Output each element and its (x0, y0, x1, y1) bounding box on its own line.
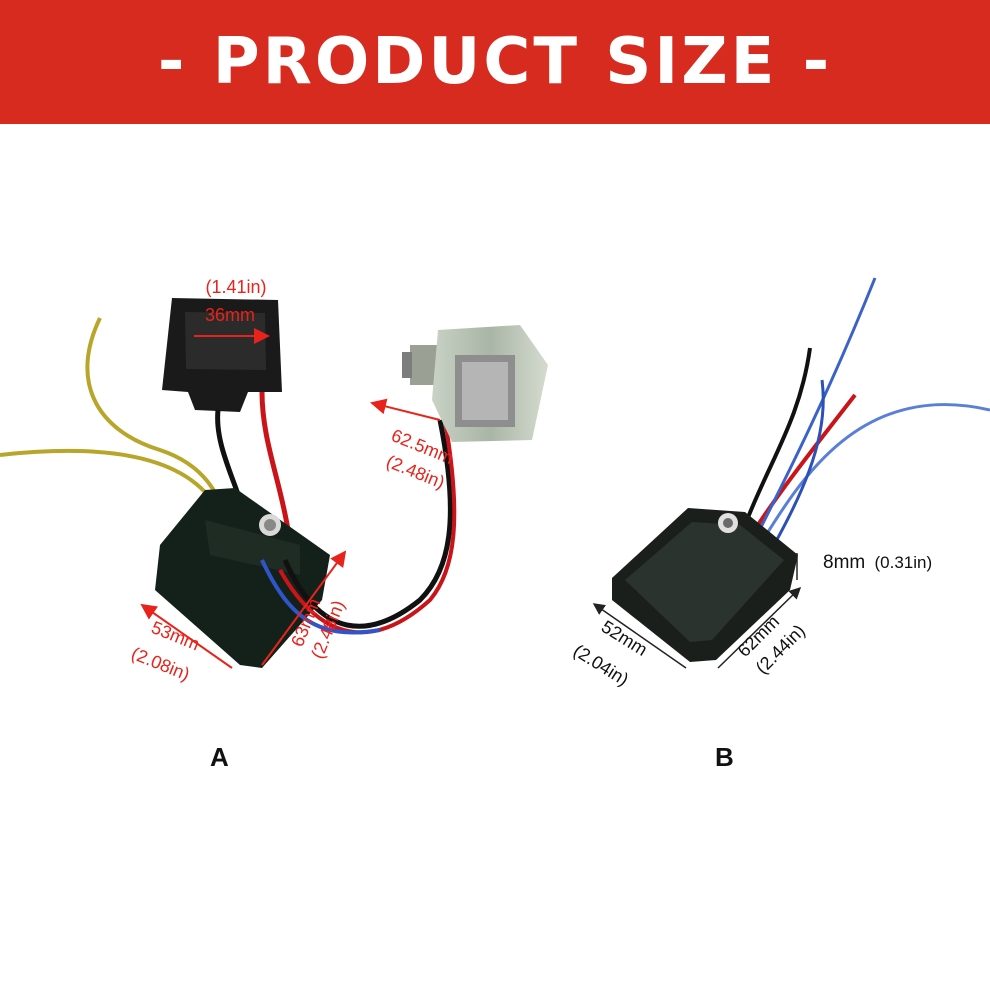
page-title: - PRODUCT SIZE - (157, 25, 833, 99)
product-a-image (0, 298, 548, 668)
a-top-dim-in: (1.41in) (205, 277, 266, 297)
b-thickness-dim-mm: 8mm (823, 552, 865, 573)
svg-text:8mm (0.31in): 8mm (0.31in) (823, 552, 932, 573)
product-b-label: B (715, 742, 734, 772)
header-banner: - PRODUCT SIZE - (0, 0, 990, 124)
product-a-label: A (210, 742, 229, 772)
product-b-image (612, 277, 990, 662)
a-top-dim-mm: 36mm (205, 305, 255, 325)
b-thickness-dim-in: (0.31in) (875, 553, 933, 572)
pcb-board-a (155, 488, 330, 668)
motor (402, 325, 548, 442)
